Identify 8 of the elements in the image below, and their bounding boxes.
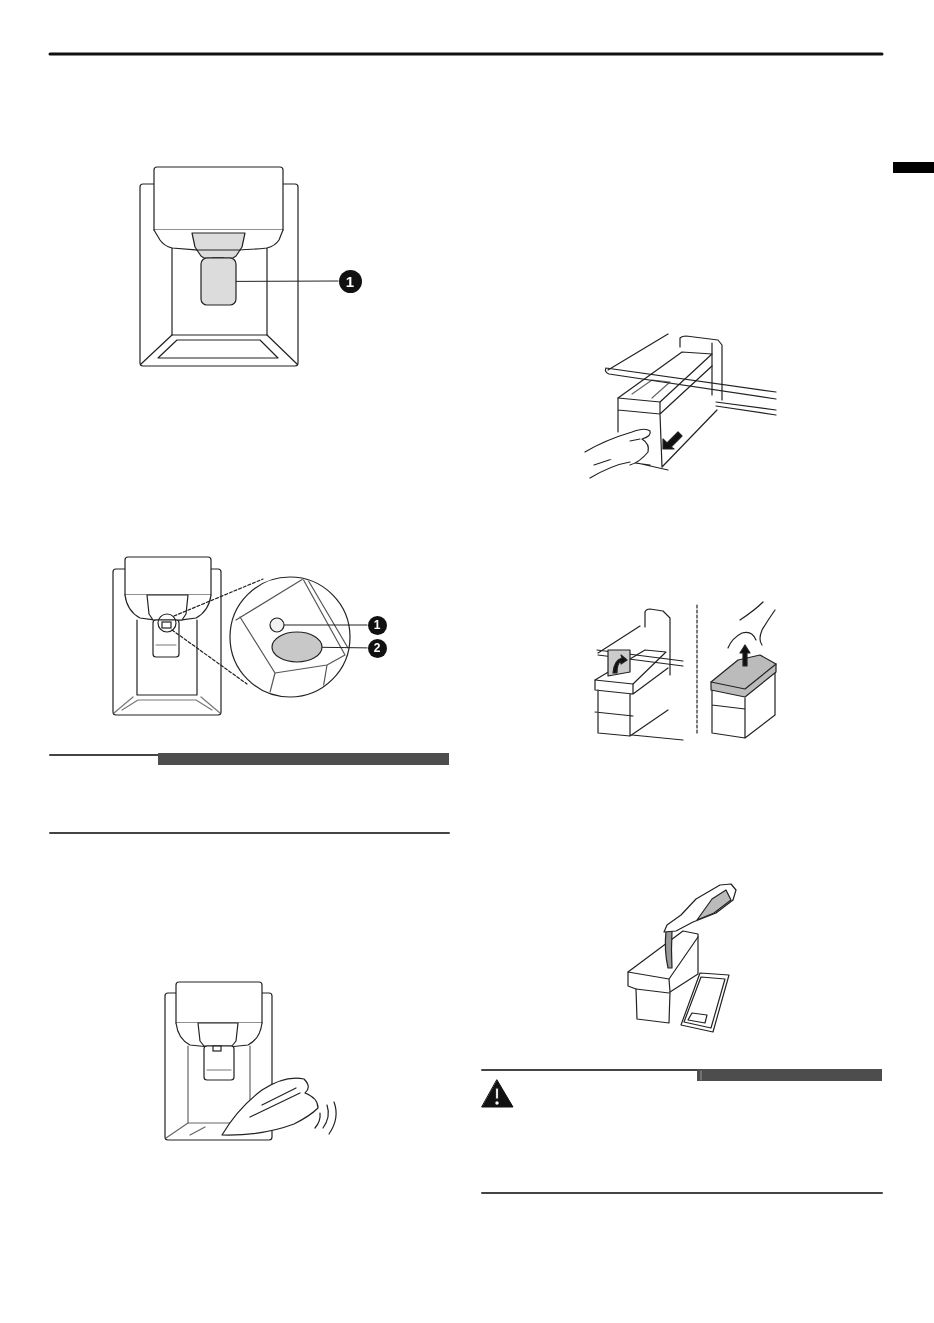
leader-line — [321, 646, 368, 649]
round-pad — [271, 631, 323, 663]
leader-line — [235, 280, 339, 282]
callout-number: 2 — [367, 638, 387, 658]
callout-number: 1 — [367, 615, 387, 635]
leader-line — [283, 624, 368, 626]
callout-number: 1 — [338, 269, 362, 293]
nozzle-knob — [269, 617, 285, 633]
